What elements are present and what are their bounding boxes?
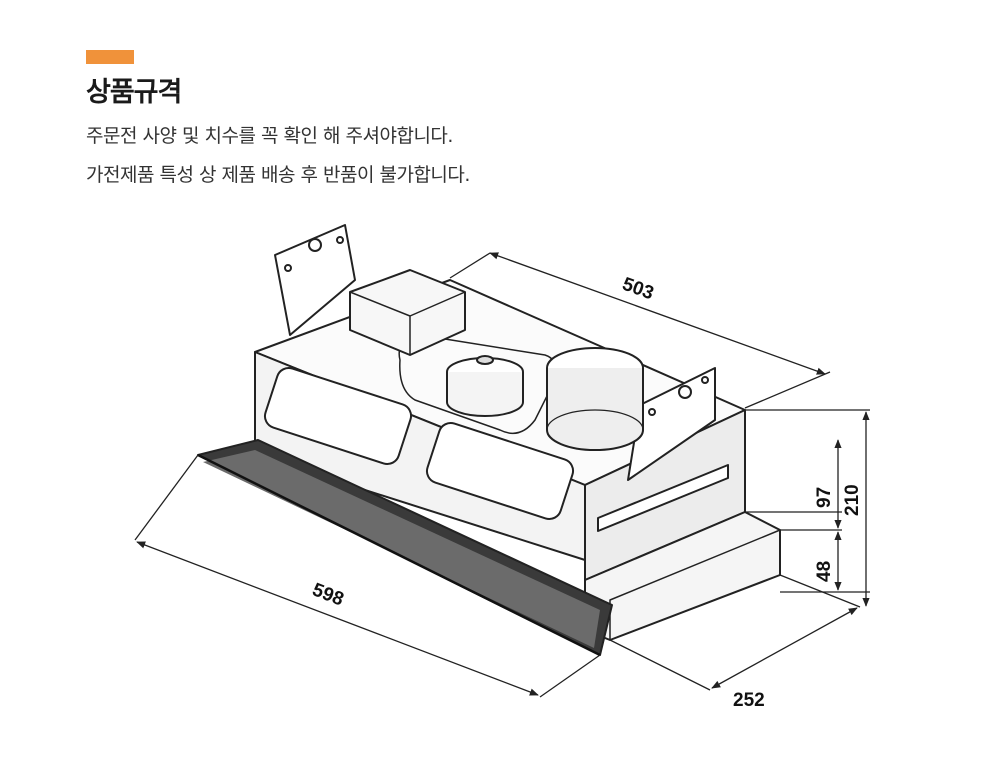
dimension-label-width: 598 [309,579,346,610]
dimension-label-upper-height: 97 [814,487,835,508]
hood-body [197,224,781,657]
section-title: 상품규격 [86,77,182,108]
notice-line-2: 가전제품 특성 상 제품 배송 후 반품이 불가합니다. [86,164,470,186]
dimension-label-depth: 503 [619,274,656,305]
dimension-label-lower-height: 48 [814,561,835,582]
notice-line-1: 주문전 사양 및 치수를 꼭 확인 해 주셔야합니다. [86,125,453,147]
dimension-lines [134,252,870,698]
accent-bar [86,50,134,64]
dimension-label-total-height: 210 [842,484,863,516]
dimension-label-front-depth: 252 [733,690,765,711]
